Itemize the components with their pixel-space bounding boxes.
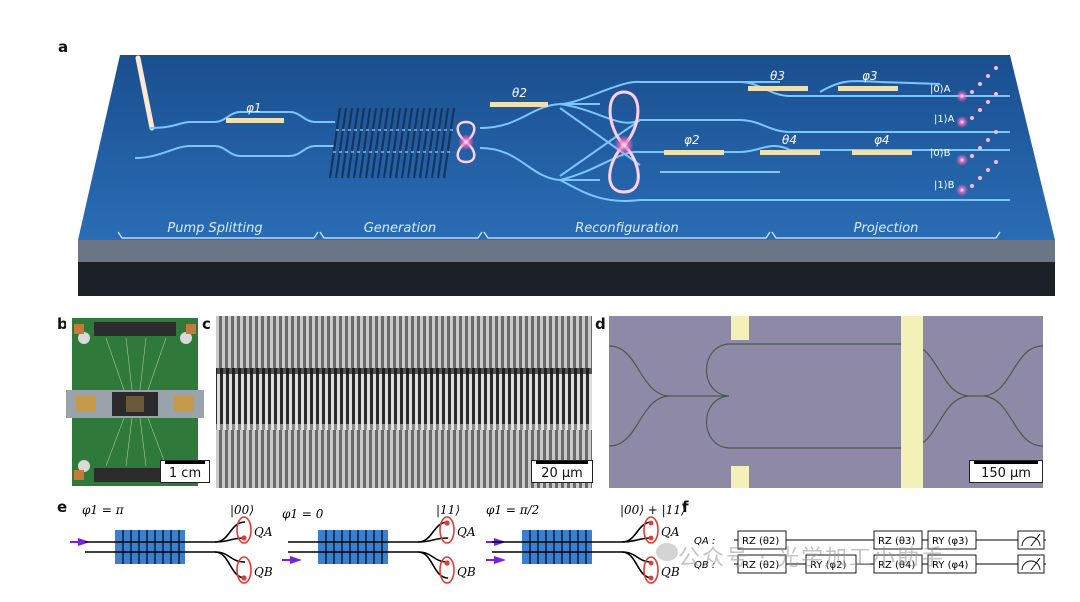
panel-b-scalebar: 1 cm bbox=[160, 460, 210, 483]
case1-qa: QA bbox=[254, 525, 273, 539]
case1-state: |00⟩ bbox=[230, 503, 254, 517]
output-label-0A: |0⟩A bbox=[930, 84, 951, 95]
label-theta2: θ2 bbox=[512, 86, 527, 100]
panel-c-scalebar: 20 μm bbox=[531, 460, 593, 483]
panel-d-scalebar: 150 μm bbox=[969, 460, 1043, 483]
case2-qb: QB bbox=[457, 565, 476, 579]
panel-f-letter: f bbox=[682, 498, 689, 516]
label-phi3: φ3 bbox=[862, 69, 878, 83]
label-theta4: θ4 bbox=[782, 133, 797, 147]
label-phi1: φ1 bbox=[246, 101, 262, 115]
output-label-0B: |0⟩B bbox=[930, 148, 951, 159]
chip-front-face bbox=[78, 240, 1055, 262]
output-label-1A: |1⟩A bbox=[934, 114, 955, 125]
case2-state: |11⟩ bbox=[436, 503, 460, 517]
watermark-text: 公众号 · 光学加工小助手 bbox=[678, 540, 945, 572]
panel-e-letter: e bbox=[57, 498, 67, 516]
case2-qa: QA bbox=[457, 525, 476, 539]
label-phi2: φ2 bbox=[684, 133, 700, 147]
section-projection: Projection bbox=[854, 221, 919, 236]
case1-qb: QB bbox=[254, 565, 273, 579]
section-generation: Generation bbox=[364, 221, 437, 236]
section-reconfiguration: Reconfiguration bbox=[575, 221, 678, 236]
case3-phase: φ1 = π/2 bbox=[486, 503, 539, 517]
section-pump-splitting: Pump Splitting bbox=[167, 221, 262, 236]
output-label-1B: |1⟩B bbox=[934, 180, 955, 191]
panel-c-letter: c bbox=[202, 315, 211, 333]
case1-phase: φ1 = π bbox=[82, 503, 125, 517]
panel-a-chip-illustration: φ1 θ2 θ3 φ3 φ2 θ4 φ4 |0⟩A |1⟩A |0⟩B |1⟩B… bbox=[0, 0, 1080, 310]
panel-e-schematics: φ1 = π |00⟩ φ1 = 0 |11⟩ φ1 = π/2 |00⟩ + … bbox=[70, 500, 690, 600]
case3-state: |00⟩ + |11⟩ bbox=[620, 503, 686, 517]
case2-phase: φ1 = 0 bbox=[282, 507, 324, 521]
case3-qa: QA bbox=[661, 525, 680, 539]
label-phi4: φ4 bbox=[874, 133, 890, 147]
case3-qb: QB bbox=[661, 565, 680, 579]
chip-substrate bbox=[78, 262, 1055, 296]
label-theta3: θ3 bbox=[770, 69, 785, 83]
watermark-icon bbox=[656, 543, 678, 561]
panel-d-letter: d bbox=[595, 315, 606, 333]
